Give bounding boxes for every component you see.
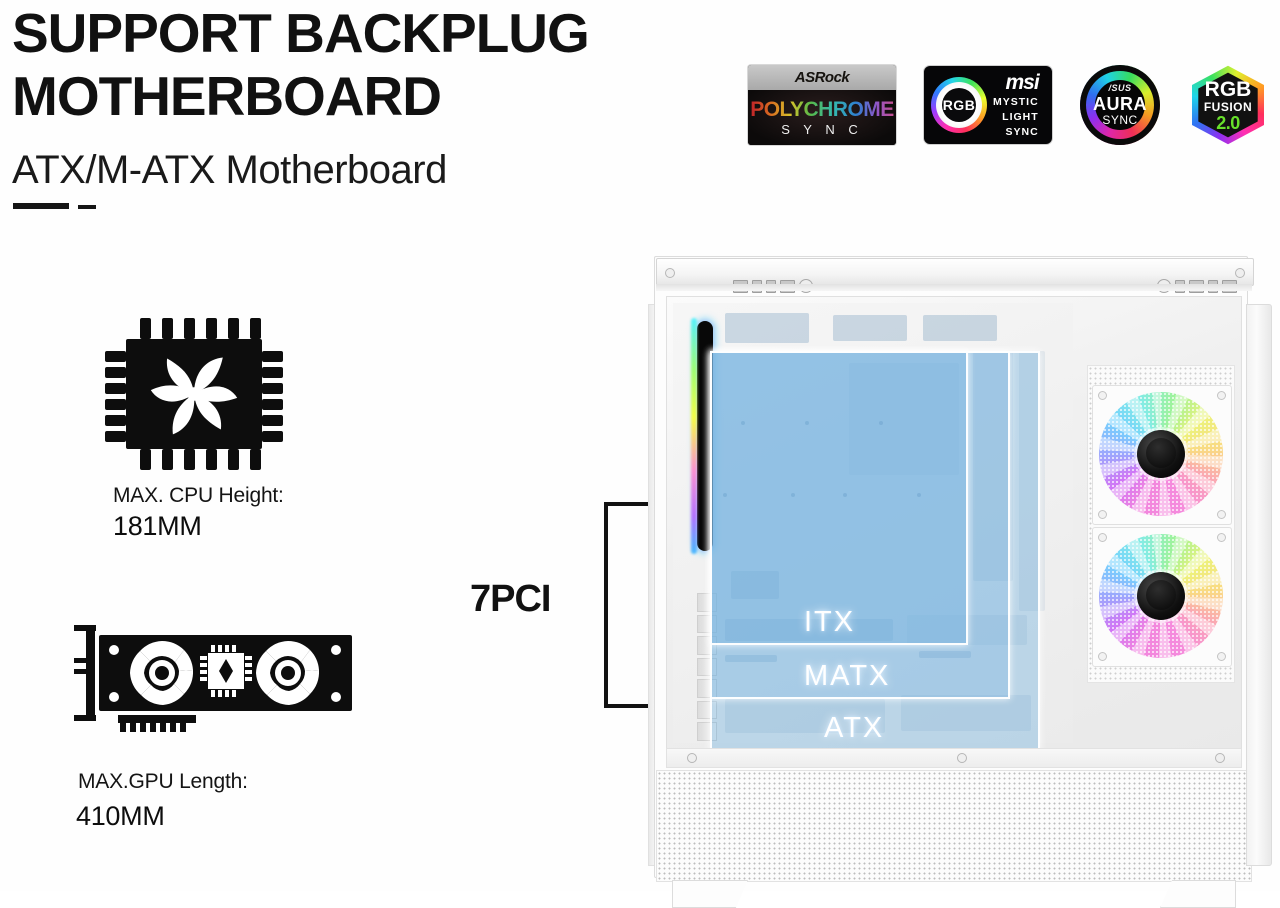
cpu-cooler-chip-icon bbox=[96, 318, 292, 470]
pci-slot-cover bbox=[697, 657, 717, 677]
asrock-brand-label: ASRock bbox=[794, 69, 850, 86]
polychrome-label: POLYCHROME bbox=[750, 97, 894, 121]
panel-screw bbox=[665, 268, 675, 278]
headline-line-1: SUPPORT BACKPLUG bbox=[12, 2, 590, 64]
fan-hub bbox=[1137, 572, 1185, 620]
rgb-ring-label: RGB bbox=[942, 97, 976, 113]
pci-slot-cover bbox=[697, 679, 717, 698]
asus-aura-sync-logo: /SUS AURA SYNC bbox=[1080, 65, 1160, 145]
asrock-brand-band: ASRock bbox=[748, 65, 896, 90]
pci-bracket-marker bbox=[604, 502, 648, 708]
msi-sub-line-1: MYSTIC bbox=[993, 96, 1039, 108]
form-factor-region-atx: ATX bbox=[710, 351, 1040, 749]
cpu-height-caption: MAX. CPU Height: bbox=[113, 484, 284, 507]
rgb-ring-icon: RGB bbox=[931, 77, 987, 133]
asus-brand-label: /SUS bbox=[1108, 83, 1132, 93]
case-foot-right bbox=[1160, 880, 1236, 908]
fan-screw bbox=[1098, 652, 1107, 661]
msi-sub-line-2: LIGHT bbox=[1002, 111, 1039, 123]
form-factor-region-itx: ITX bbox=[710, 351, 968, 645]
argb-fan-bottom bbox=[1092, 527, 1232, 667]
case-top-panel bbox=[656, 258, 1254, 293]
fan-screw bbox=[1098, 510, 1107, 519]
argb-fan-top bbox=[1092, 385, 1232, 525]
fusion-version-label: 2.0 bbox=[1216, 112, 1240, 133]
psu-shroud bbox=[666, 748, 1242, 768]
form-factor-label-matx: MATX bbox=[804, 660, 891, 692]
rgb-fusion-logo: RGB FUSION 2.0 bbox=[1192, 65, 1264, 145]
gpu-length-caption: MAX.GPU Length: bbox=[78, 770, 248, 793]
case-side-panel bbox=[1246, 304, 1272, 866]
panel-screw bbox=[957, 753, 967, 763]
fusion-word-label: FUSION bbox=[1203, 99, 1253, 114]
front-fan-bay bbox=[1087, 365, 1235, 683]
pci-slot-cover bbox=[697, 636, 717, 655]
form-factor-label-itx: ITX bbox=[804, 606, 856, 638]
pci-slot-cover bbox=[697, 614, 717, 634]
form-factor-region-matx: MATX bbox=[710, 351, 1010, 699]
graphics-card-icon bbox=[74, 625, 352, 732]
asrock-sync-label: S Y N C bbox=[781, 121, 863, 137]
fan-screw bbox=[1217, 510, 1226, 519]
fan-screw bbox=[1217, 652, 1226, 661]
gpu-length-value: 410MM bbox=[76, 801, 165, 831]
motherboard-tray bbox=[673, 303, 1073, 743]
headline-line-2: MOTHERBOARD bbox=[12, 65, 442, 127]
fan-screw bbox=[1217, 391, 1226, 400]
aura-sync-label: SYNC bbox=[1102, 113, 1138, 127]
panel-screw bbox=[1235, 268, 1245, 278]
panel-screw bbox=[687, 753, 697, 763]
pci-slot-cover bbox=[697, 700, 717, 720]
panel-screw bbox=[1215, 753, 1225, 763]
fan-screw bbox=[1217, 533, 1226, 542]
msi-mystic-light-sync-logo: RGB msi MYSTIC LIGHT SYNC bbox=[924, 66, 1052, 144]
cpu-height-value: 181MM bbox=[113, 511, 202, 541]
case-foot-left bbox=[672, 880, 748, 908]
pci-slot-cover bbox=[697, 593, 717, 612]
fusion-rgb-label: RGB bbox=[1204, 77, 1252, 101]
fan-screw bbox=[1098, 533, 1107, 542]
msi-brand-label: msi bbox=[1005, 71, 1039, 94]
rgb-light-strip bbox=[697, 321, 713, 551]
asrock-polychrome-sync-logo: ASRock POLYCHROME S Y N C bbox=[748, 65, 896, 145]
title-underline-long bbox=[13, 203, 69, 209]
case-top-lip bbox=[656, 284, 1252, 291]
bottom-mesh-panel bbox=[656, 770, 1252, 882]
pci-slot-count-label: 7PCI bbox=[470, 578, 551, 620]
form-factor-label-atx: ATX bbox=[824, 712, 885, 744]
case-interior: ATX MATX ITX bbox=[666, 296, 1242, 750]
fan-hub bbox=[1137, 430, 1185, 478]
fan-screw bbox=[1098, 391, 1107, 400]
pci-slot-cover bbox=[697, 722, 717, 742]
pci-slot-covers bbox=[697, 593, 717, 742]
fusion-text-block: RGB FUSION 2.0 bbox=[1192, 66, 1264, 144]
page-subtitle: ATX/M-ATX Motherboard bbox=[12, 148, 447, 192]
fan-blades-glyph bbox=[150, 357, 238, 435]
msi-sub-line-3: SYNC bbox=[1005, 126, 1039, 138]
title-underline-short bbox=[78, 205, 96, 209]
page-title: SUPPORT BACKPLUG MOTHERBOARD bbox=[12, 2, 712, 128]
aura-title-label: AURA bbox=[1093, 94, 1147, 114]
aura-text-block: /SUS AURA SYNC bbox=[1080, 65, 1160, 145]
asrock-logo-body: POLYCHROME S Y N C bbox=[748, 90, 896, 145]
msi-text-block: msi MYSTIC LIGHT SYNC bbox=[993, 71, 1040, 138]
rgb-sync-logo-strip: ASRock POLYCHROME S Y N C RGB msi MYSTIC… bbox=[748, 62, 1268, 148]
pc-case-illustration: ATX MATX ITX bbox=[648, 244, 1274, 908]
